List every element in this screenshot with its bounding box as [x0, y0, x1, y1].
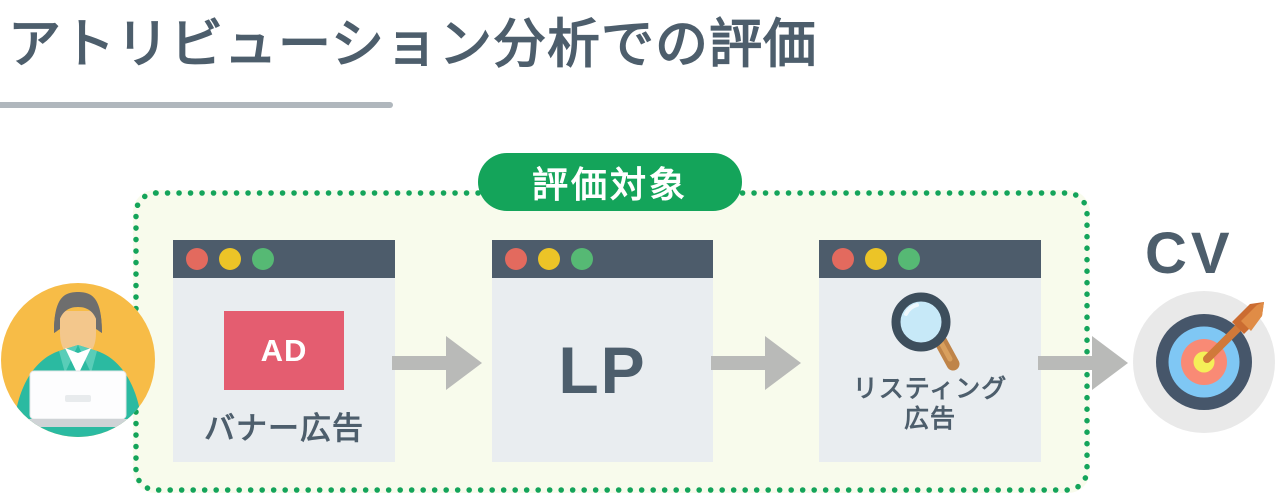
evaluation-target-label: 評価対象 [531, 164, 688, 205]
title-underline [0, 102, 393, 108]
browser-header [492, 240, 713, 278]
browser-window-banner-ad: AD バナー広告 [173, 240, 395, 462]
browser-window-lp: LP [492, 240, 713, 462]
window-dot-green-icon [898, 248, 920, 270]
window-dot-yellow-icon [538, 248, 560, 270]
banner-ad-label: バナー広告 [204, 411, 364, 446]
flow-arrow-icon [392, 336, 482, 390]
user-avatar [1, 283, 155, 437]
flow-arrow-icon [711, 336, 801, 390]
listing-ad-label-line1: リスティング [852, 375, 1008, 403]
window-dot-green-icon [252, 248, 274, 270]
person-with-laptop-icon [13, 292, 143, 437]
window-dot-red-icon [505, 248, 527, 270]
window-dot-red-icon [832, 248, 854, 270]
ad-badge-label: AD [260, 332, 308, 368]
browser-body: AD バナー広告 [173, 278, 395, 462]
magnifier-icon [891, 292, 960, 371]
window-dot-red-icon [186, 248, 208, 270]
target-dartboard-icon [1133, 291, 1275, 433]
browser-body: リスティング 広告 [819, 278, 1041, 462]
browser-window-listing-ad: リスティング 広告 [819, 240, 1041, 462]
evaluation-target-badge: 評価対象 [478, 153, 742, 211]
window-dot-yellow-icon [219, 248, 241, 270]
browser-body: LP [492, 278, 713, 462]
window-dot-green-icon [571, 248, 593, 270]
cv-label: CV [1145, 221, 1234, 286]
listing-ad-label-line2: 広告 [903, 405, 956, 433]
ad-banner-badge: AD [224, 311, 344, 390]
page-title: アトリビューション分析での評価 [8, 15, 817, 74]
flow-arrow-icon [1038, 336, 1128, 390]
browser-header [819, 240, 1041, 278]
lp-label: LP [558, 333, 647, 407]
listing-ad-label: リスティング 広告 [819, 374, 1041, 434]
browser-header [173, 240, 395, 278]
window-dot-yellow-icon [865, 248, 887, 270]
